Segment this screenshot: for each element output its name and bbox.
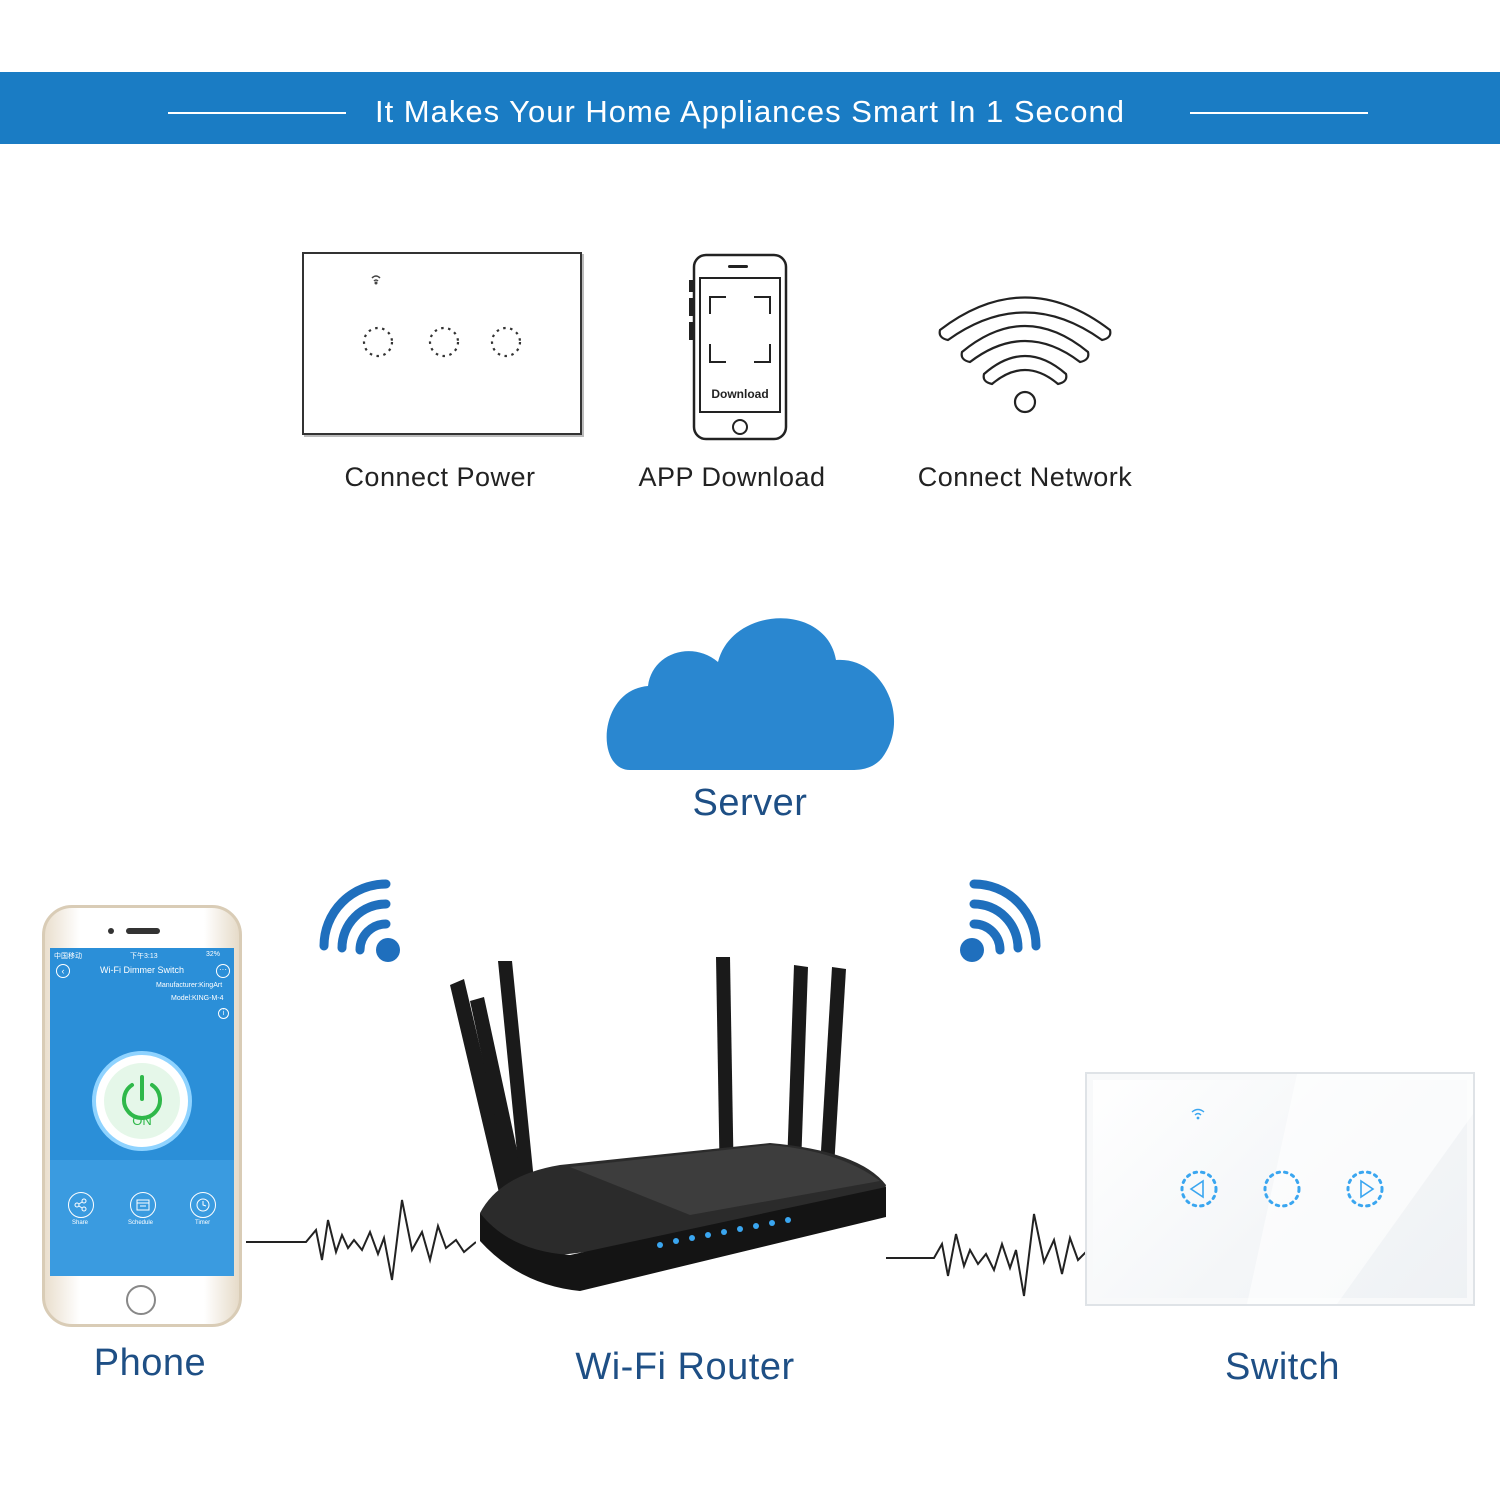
download-screen-text: Download [711, 387, 769, 401]
power-icon [122, 1075, 162, 1120]
power-state-label: ON [132, 1113, 152, 1128]
timer-icon[interactable] [190, 1192, 216, 1218]
signal-wave-left [246, 1190, 477, 1290]
touch-switch-drawing [362, 275, 522, 358]
tab-timer[interactable]: Timer [195, 1220, 211, 1226]
status-time: 下午3:13 [130, 953, 158, 960]
signal-left-icon [316, 878, 408, 968]
status-carrier: 中国移动 [54, 953, 82, 960]
app-model: Model:KING-M-4 [171, 995, 224, 1002]
phone-label: Phone [93, 1342, 207, 1384]
smartphone-icon: Download [688, 252, 792, 442]
phone-home-button [126, 1285, 156, 1315]
switch-label: Switch [1225, 1346, 1340, 1388]
app-tab-bar: Share Schedule Timer [50, 1160, 234, 1276]
schedule-icon[interactable] [130, 1192, 156, 1218]
step-label-app-download: APP Download [638, 462, 826, 492]
app-title: Wi-Fi Dimmer Switch [100, 965, 184, 975]
dimmer-switch-drawing [1180, 1074, 1473, 1304]
server-label: Server [692, 782, 808, 824]
banner-left-rule [168, 112, 346, 114]
cloud-icon [600, 598, 900, 778]
step-label-connect-power: Connect Power [344, 462, 536, 492]
phone-app-screen: 中国移动 下午3:13 32% ‹ Wi-Fi Dimmer Switch ··… [50, 948, 234, 1276]
tab-schedule[interactable]: Schedule [128, 1220, 154, 1226]
app-manufacturer: Manufacturer:KingArt [156, 982, 223, 989]
router-label: Wi-Fi Router [575, 1346, 795, 1388]
touch-switch-icon [302, 252, 582, 435]
info-icon[interactable]: i [218, 1008, 229, 1019]
step-label-connect-network: Connect Network [917, 462, 1133, 492]
tab-share[interactable]: Share [72, 1220, 89, 1226]
banner-right-rule [1190, 112, 1368, 114]
power-button-inner: ON [104, 1063, 180, 1139]
signal-right-icon [952, 878, 1044, 968]
phone-speaker [126, 928, 160, 934]
back-icon[interactable]: ‹ [56, 964, 70, 978]
router-icon [440, 955, 890, 1305]
wifi-icon [930, 280, 1120, 420]
status-battery: 32% [206, 951, 221, 958]
signal-wave-right [886, 1200, 1087, 1300]
dimmer-switch-icon [1085, 1072, 1475, 1306]
more-icon[interactable]: ··· [216, 964, 230, 978]
share-icon[interactable] [68, 1192, 94, 1218]
power-button[interactable]: ON [92, 1051, 192, 1151]
phone-camera [108, 928, 114, 934]
banner-title: It Makes Your Home Appliances Smart In 1… [374, 94, 1126, 129]
header-banner: It Makes Your Home Appliances Smart In 1… [0, 72, 1500, 144]
